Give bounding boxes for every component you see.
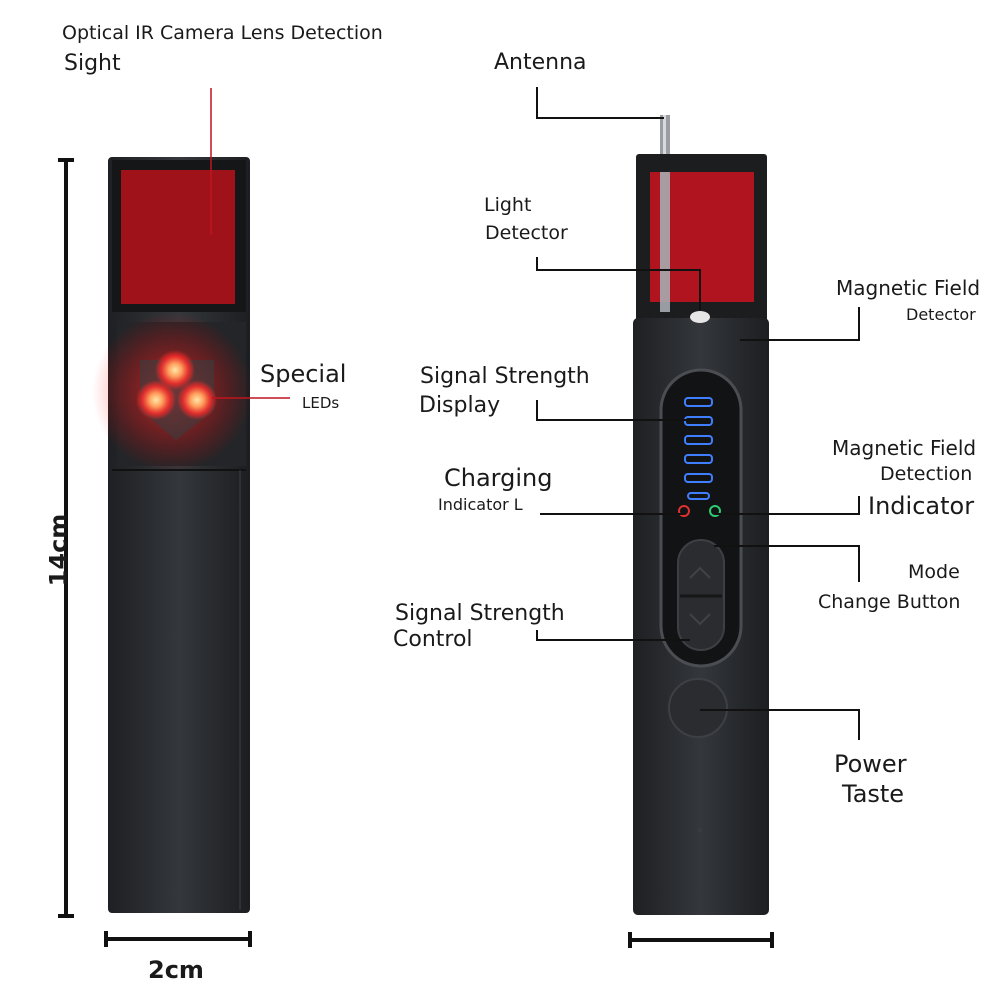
signal-bar [684,473,713,483]
dimension-lines [58,158,774,948]
power-leader [700,709,860,740]
indicator-l-label: Indicator L [438,495,523,514]
display-label: Display [419,393,501,418]
indicator-label: Indicator [868,492,975,520]
chevron-up-icon [689,566,711,579]
signal-strength-bars [684,397,713,500]
left-lens-window [121,170,235,304]
signal-bar [684,435,713,445]
magnetic-field-label: Magnetic Field [836,276,981,300]
signal-display-leader [536,400,700,421]
led-top [155,350,195,390]
right-device [633,115,769,915]
led-left [136,380,176,420]
magnetic-indicator-light [709,505,721,517]
camera-lens-detection-label: Optical IR Camera Lens Detection [62,22,383,44]
signal-bar [684,454,713,464]
mode-label: Mode [908,561,960,583]
taste-label: Taste [842,780,905,808]
antenna-label: Antenna [494,50,587,75]
magnetic-detector-label: Detector [906,305,976,324]
signal-strength-label: Signal Strength [420,364,590,389]
antenna-leader [536,87,664,119]
charging-label: Charging [444,464,553,492]
leds-label: LEDs [302,394,340,412]
magnetic-indicator-leader [715,496,860,515]
power-button[interactable] [668,678,728,738]
sight-label: Sight [64,51,121,76]
signal-strength-2-label: Signal Strength [395,601,565,626]
special-label: Special [260,360,347,388]
leader-lines [210,87,860,740]
signal-bar [684,397,713,407]
light-detector-label: Detector [485,222,568,244]
detection-label: Detection [880,463,973,485]
change-button-label: Change Button [818,591,961,613]
left-device [92,157,252,913]
width-dimension-label: 2cm [148,956,204,984]
light-sensor [690,311,710,323]
charging-indicator-light [678,505,690,517]
control-label: Control [393,627,473,652]
signal-control-leader [536,630,690,641]
magnetic-field-2-label: Magnetic Field [832,436,977,460]
power-label: Power [834,750,907,778]
height-dimension-label: 14cm [44,513,73,587]
magnetic-detector-leader [740,307,860,341]
light-label: Light [484,194,532,216]
chevron-down-icon [689,613,711,626]
led-right [177,380,217,420]
signal-bar [687,492,710,500]
light-detector-leader [536,257,701,310]
mode-button-leader [714,545,860,582]
